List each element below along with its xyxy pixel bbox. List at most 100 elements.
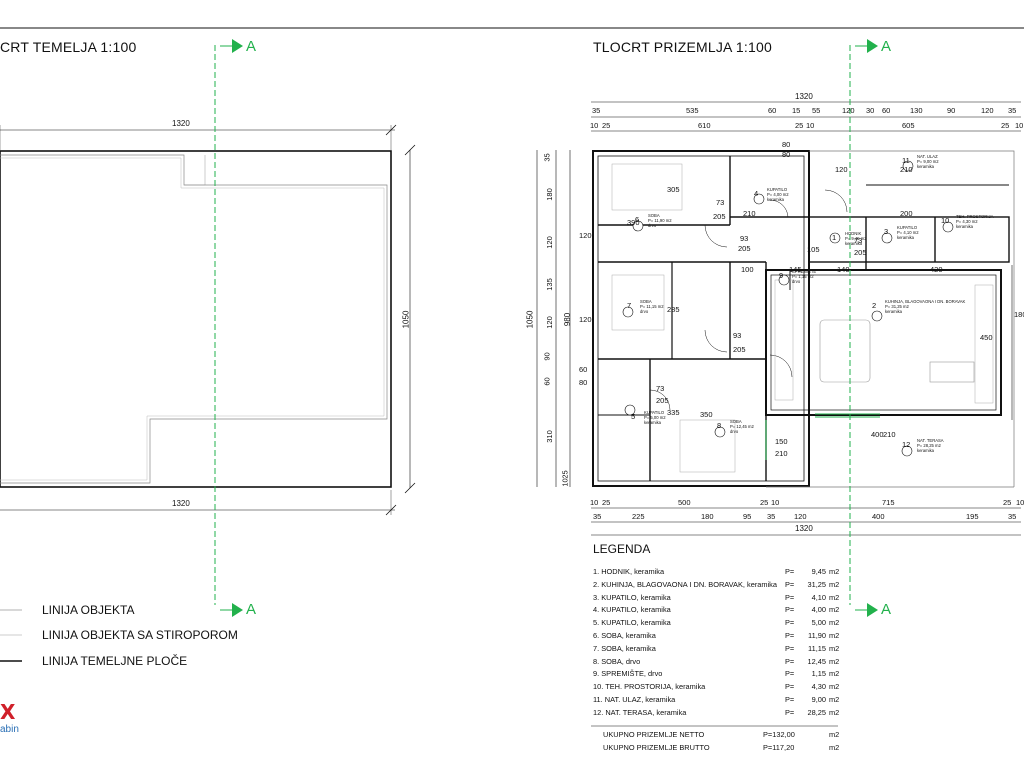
room-tag-area: P= 31,25 m2 <box>885 304 909 309</box>
dim-label: 30 <box>866 106 875 115</box>
opening-label: 150 <box>775 437 788 446</box>
legend-item-name: 10. TEH. PROSTORIJA, keramika <box>593 682 706 692</box>
opening-label: 205 <box>738 244 751 253</box>
legend-item-unit: m2 <box>829 682 840 692</box>
opening-label: 80 <box>782 140 791 149</box>
dim-label: 90 <box>542 352 552 361</box>
opening-label: 205 <box>854 248 867 257</box>
opening-label: 120 <box>835 165 848 174</box>
legend-item-name: 4. KUPATILO, keramika <box>593 605 671 615</box>
section-marker-a-top-left: A <box>246 38 257 55</box>
dim-label: 10 <box>1016 498 1024 507</box>
opening-label: 100 <box>741 265 754 274</box>
room-number: 9 <box>779 271 784 280</box>
company-logo: X abin <box>0 700 19 735</box>
legend-item-value: 31,25 <box>807 579 827 589</box>
opening-label: 205 <box>733 345 746 354</box>
dim-label: 10 <box>806 121 815 130</box>
room-tag-name: SOBA <box>648 213 660 218</box>
opening-label: 73 <box>716 198 725 207</box>
legend-item-p: P= <box>785 682 795 692</box>
legend-item-p: P= <box>785 643 795 653</box>
dim-label: 90 <box>947 106 956 115</box>
dim-label: 120 <box>544 236 554 249</box>
legend-item-value: 28,25 <box>807 707 827 717</box>
dim-label: 180 <box>544 188 554 201</box>
dim-label: 120 <box>579 231 592 240</box>
legend-item-unit: m2 <box>829 695 840 704</box>
legend-item-value: 11,15 <box>808 643 826 653</box>
legend-item-p: P= <box>785 707 795 717</box>
opening-label: 80 <box>782 150 791 159</box>
room-tag-area: P= 1,15 m2 <box>792 274 814 279</box>
dim-label: 120 <box>579 315 592 324</box>
dim-label: 10 <box>771 498 780 507</box>
dim-label: 180 <box>701 512 714 521</box>
ground-dim-bottom-total: 1320 <box>795 524 813 533</box>
dim-label: 60 <box>768 106 777 115</box>
room-tag-floor: keramika <box>917 448 934 453</box>
opening-label: 210 <box>775 449 788 458</box>
dim-label: 225 <box>632 512 645 521</box>
ground-plan <box>536 101 1021 536</box>
room-tag-floor: keramika <box>885 309 902 314</box>
dim-label: 25 <box>602 498 611 507</box>
legend-title: LEGENDA <box>593 542 651 556</box>
legend-item-p: P= <box>785 656 795 666</box>
legend-item-p: P= <box>785 695 795 704</box>
room-tag-area: P= 5,00 m2 <box>644 415 666 420</box>
room-tag-floor: keramika <box>956 224 973 229</box>
legend-item-name: 12. NAT. TERASA, keramika <box>593 707 687 717</box>
opening-label: 335 <box>667 408 680 417</box>
room-tag-name: KUPATILO <box>897 225 918 230</box>
room-tag-area: P= 4,30 m2 <box>956 219 978 224</box>
legend-item-unit: m2 <box>829 592 840 602</box>
legend-item-p: P= <box>785 605 795 615</box>
section-marker-a-top-right: A <box>881 38 892 55</box>
dim-label: 605 <box>902 121 915 130</box>
legend-item-value: 9,45 <box>811 567 826 576</box>
dim-label: 120 <box>981 106 994 115</box>
legend-item-unit: m2 <box>829 605 840 615</box>
line-legend-object-styrofoam: LINIJA OBJEKTA SA STIROPOROM <box>42 628 238 642</box>
dim-label: 195 <box>966 512 979 521</box>
opening-label: 200 <box>900 209 913 218</box>
opening-label: 73 <box>656 384 665 393</box>
dim-label: 60 <box>882 106 891 115</box>
logo-subtext: abin <box>0 724 19 735</box>
opening-label: 210 <box>883 430 896 439</box>
legend-item-value: 4,00 <box>811 605 826 615</box>
ground-dim-top-total: 1320 <box>795 92 813 101</box>
legend-item-p: P= <box>785 579 795 589</box>
room-tag-floor: keramika <box>644 420 661 425</box>
room-number: 8 <box>717 421 722 430</box>
legend-item-p: P= <box>785 631 795 640</box>
legend-total-unit: m2 <box>829 730 840 739</box>
dim-label: 15 <box>792 106 801 115</box>
opening-label: 210 <box>900 165 913 174</box>
dim-label: 25 <box>795 121 804 130</box>
dim-label: 35 <box>1008 512 1017 521</box>
dim-label: 25 <box>760 498 769 507</box>
legend-item-name: 3. KUPATILO, keramika <box>593 592 671 602</box>
legend-item-name: 9. SPREMIŠTE, drvo <box>593 669 663 679</box>
foundation-plan <box>0 124 416 516</box>
room-tag-floor: keramika <box>845 241 862 246</box>
room-tag-area: P= 4,10 m2 <box>897 230 919 235</box>
room-number: 7 <box>627 301 632 310</box>
opening-label: 140 <box>837 265 850 274</box>
dim-label: 35 <box>593 512 602 521</box>
dim-label: 610 <box>698 121 711 130</box>
room-tag-name: KUHINJA, BLAGOVAONA I DN. BORAVAK <box>885 299 966 304</box>
dim-label: 25 <box>1001 121 1010 130</box>
legend-item-value: 9,00 <box>811 695 826 704</box>
ground-plan-title: TLOCRT PRIZEMLJA 1:100 <box>593 39 772 55</box>
foundation-dim-bottom: 1320 <box>172 499 190 508</box>
